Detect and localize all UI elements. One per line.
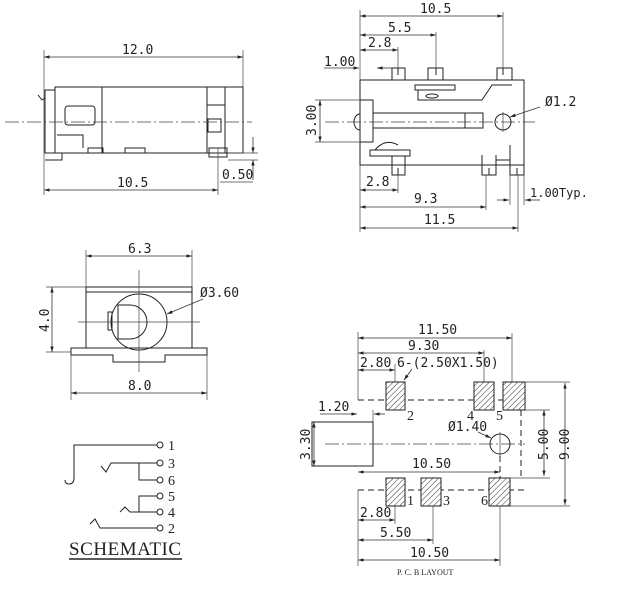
pcb-overall-label: 11.50 bbox=[418, 323, 457, 338]
front-view: 6.3 Ø3.60 4.0 8.0 bbox=[38, 242, 239, 400]
top-overall-label: 11.5 bbox=[424, 213, 455, 228]
top-length-label: 10.5 bbox=[420, 2, 451, 17]
schematic-pin-3: 3 bbox=[168, 457, 175, 472]
pcb-layout: 11.50 9.30 2.80 6-(2.50X1.50) 2 4 5 1.20… bbox=[299, 323, 573, 577]
standoff-label: 0.50 bbox=[222, 168, 253, 183]
pad-row-label: 5.00 bbox=[537, 429, 552, 460]
pad-label-4: 4 bbox=[467, 409, 474, 424]
side-view: 12.0 0.50 10.5 bbox=[5, 43, 258, 195]
pad-6 bbox=[488, 477, 511, 507]
top-mid-label: 5.5 bbox=[388, 21, 411, 36]
offset-label: 1.00 bbox=[324, 55, 355, 70]
plug-height-label: 3.00 bbox=[305, 105, 320, 136]
schematic-pin-5: 5 bbox=[168, 490, 175, 505]
bottom-mid-label: 9.3 bbox=[414, 192, 437, 207]
pad-label-2: 2 bbox=[407, 409, 414, 424]
bottom-first-pcb-label: 2.80 bbox=[360, 506, 391, 521]
pcb-hole-label: Ø1.40 bbox=[448, 420, 487, 435]
total-height-label: 9.00 bbox=[558, 429, 573, 460]
top-first-label: 2.8 bbox=[368, 36, 391, 51]
schematic-pin-2: 2 bbox=[168, 522, 175, 537]
schematic-pin-4: 4 bbox=[168, 506, 175, 521]
pad-5 bbox=[502, 381, 526, 411]
pin-width-label: 1.00Typ. bbox=[530, 186, 588, 200]
pad-label-6: 6 bbox=[481, 494, 488, 509]
schematic-title: SCHEMATIC bbox=[69, 539, 181, 560]
pad-label-5: 5 bbox=[496, 409, 503, 424]
hole-dist-label: 10.50 bbox=[412, 457, 451, 472]
pad-3 bbox=[420, 477, 442, 507]
pcb-plug-label: 3.30 bbox=[299, 429, 314, 460]
side-width-label: 12.0 bbox=[122, 43, 153, 58]
flange-label: 8.0 bbox=[128, 379, 151, 394]
schematic-pin-1: 1 bbox=[168, 439, 175, 454]
edge-label: 1.20 bbox=[318, 400, 349, 415]
pad-label-1: 1 bbox=[407, 494, 414, 509]
pad-2 bbox=[385, 381, 406, 411]
bottom-last-pcb-label: 10.50 bbox=[410, 546, 449, 561]
top-view: 10.5 5.5 2.8 1.00 Ø1.2 3.00 2.8 bbox=[305, 2, 588, 232]
front-width-label: 6.3 bbox=[128, 242, 151, 257]
side-span-label: 10.5 bbox=[117, 176, 148, 191]
pcb-first-label: 2.80 bbox=[360, 356, 391, 371]
pcb-layout-title: P. C. B LAYOUT bbox=[397, 568, 453, 577]
front-height-label: 4.0 bbox=[38, 309, 53, 332]
pad-4 bbox=[473, 381, 495, 411]
pad-spec-label: 6-(2.50X1.50) bbox=[397, 356, 499, 371]
top-hole-label: Ø1.2 bbox=[545, 95, 576, 110]
pad-1 bbox=[385, 477, 406, 507]
schematic-pin-6: 6 bbox=[168, 474, 175, 489]
pcb-span-label: 9.30 bbox=[408, 339, 439, 354]
pad-label-3: 3 bbox=[443, 494, 450, 509]
schematic: 1 3 6 5 4 2 SCHEMATIC bbox=[64, 439, 182, 560]
bore-label: Ø3.60 bbox=[200, 286, 239, 301]
bottom-mid-pcb-label: 5.50 bbox=[380, 526, 411, 541]
bottom-first-label: 2.8 bbox=[366, 175, 389, 190]
